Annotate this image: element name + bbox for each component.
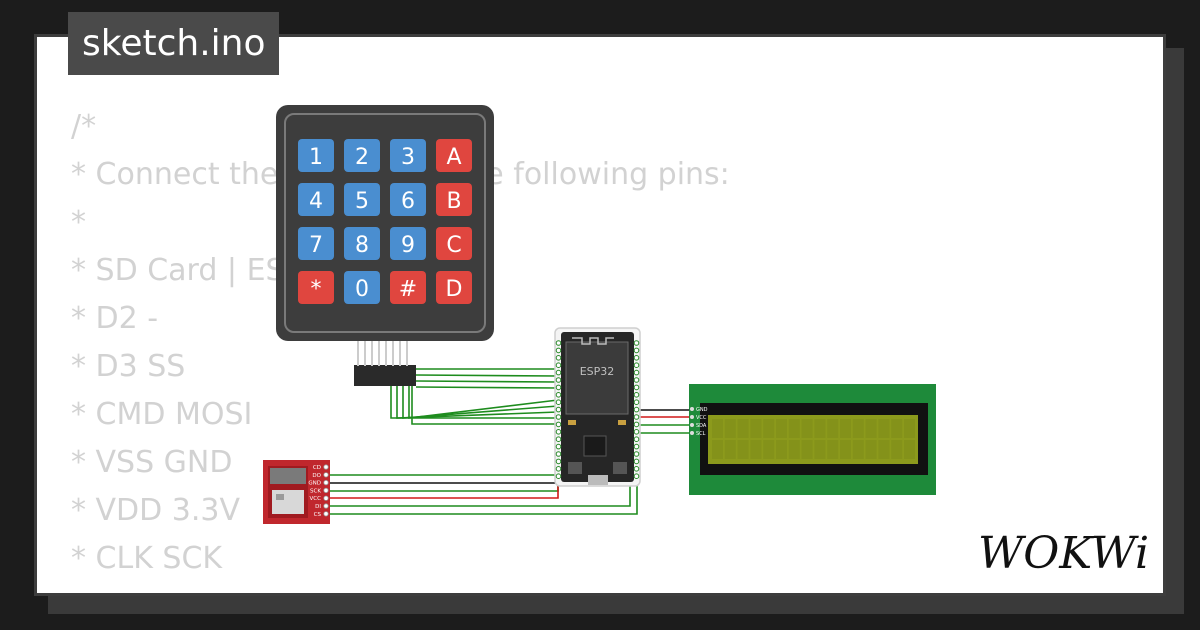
lcd-pin-label: GND: [696, 407, 708, 413]
keypad-key[interactable]: [390, 227, 426, 260]
esp32-board[interactable]: ESP32: [554, 327, 641, 487]
code-line: *: [71, 205, 86, 240]
wires: [326, 368, 692, 515]
keypad-key-label: B: [446, 189, 461, 214]
wire: [326, 486, 559, 492]
wire: [396, 386, 559, 419]
sd-pin-label: SCK: [310, 488, 321, 494]
sd-pin-label: CS: [314, 512, 322, 518]
keypad-key[interactable]: [344, 139, 380, 172]
keypad-key[interactable]: [436, 227, 472, 260]
wokwi-logo-text: WOKWi: [978, 528, 1149, 578]
code-line: * CMD MOSI: [71, 397, 253, 432]
sd-card: [272, 490, 304, 514]
code-line: * VSS GND: [71, 445, 233, 480]
sd-pin-label: VCC: [310, 496, 322, 502]
keypad-key-label: 9: [401, 233, 415, 258]
keypad-key[interactable]: [344, 227, 380, 260]
keypad-connector: [354, 341, 416, 386]
lcd-display[interactable]: GND VCC SDA SCL: [689, 384, 936, 495]
keypad-key-label: #: [399, 277, 417, 302]
sd-pin-label: DO: [312, 473, 321, 479]
keypad-key[interactable]: [390, 139, 426, 172]
wire: [415, 380, 559, 383]
keypad-key[interactable]: [436, 271, 472, 304]
usb-port: [588, 475, 608, 485]
keypad-key[interactable]: [436, 139, 472, 172]
keypad-key[interactable]: [298, 139, 334, 172]
membrane-keypad[interactable]: 1 2 3 A 4 5 6 B 7 8 9 C * 0 # D: [276, 105, 494, 341]
sd-pin-label: GND: [308, 481, 321, 487]
esp32-label: ESP32: [580, 365, 615, 378]
keypad-key-label: *: [311, 277, 322, 302]
keypad-key[interactable]: [390, 271, 426, 304]
wire: [411, 386, 558, 425]
keypad-key[interactable]: [298, 271, 334, 304]
sd-slot: [270, 468, 306, 484]
esp32-module: [565, 341, 629, 415]
file-tab-label: sketch.ino: [82, 23, 266, 64]
keypad-key-label: 6: [401, 189, 415, 214]
keypad-key[interactable]: [390, 183, 426, 216]
keypad-key-label: 3: [401, 145, 415, 170]
lcd-pin-label: SCL: [696, 431, 706, 437]
keypad-key[interactable]: [436, 183, 472, 216]
keypad-key[interactable]: [344, 183, 380, 216]
keypad-key-label: D: [446, 277, 463, 302]
lcd-pin-label: SDA: [696, 423, 707, 429]
wire: [415, 374, 559, 377]
wire: [326, 486, 559, 499]
keypad-key-label: 8: [355, 233, 369, 258]
keypad-key-label: 7: [309, 233, 323, 258]
wokwi-logo: WOKWi: [978, 528, 1149, 578]
sd-pin-label: DI: [315, 504, 321, 510]
sd-pin-label: CD: [313, 465, 321, 471]
keypad-border: [284, 113, 486, 333]
code-line: * CLK SCK: [71, 541, 223, 576]
code-line: * VDD 3.3V: [71, 493, 241, 528]
code-line: * VSS GND: [71, 583, 730, 593]
keypad-key-label: 2: [355, 145, 369, 170]
code-line: * D3 SS: [71, 349, 186, 384]
code-line: /*: [71, 109, 97, 144]
keypad-key-label: A: [446, 145, 461, 170]
keypad-key[interactable]: [298, 227, 334, 260]
keypad-key[interactable]: [298, 183, 334, 216]
keypad-key-label: 1: [309, 145, 323, 170]
keypad-key-label: 0: [355, 277, 369, 302]
keypad-key-label: C: [446, 233, 461, 258]
lcd-pin-label: VCC: [696, 415, 707, 421]
keypad-key[interactable]: [344, 271, 380, 304]
wire: [390, 386, 558, 419]
preview-card: /** Connect the SD card to the following…: [34, 34, 1166, 596]
keypad-key-label: 4: [309, 189, 323, 214]
wire: [415, 386, 559, 389]
keypad-key-label: 5: [355, 189, 369, 214]
code-line: * D2 -: [71, 301, 159, 336]
antenna-trace: [572, 337, 614, 345]
file-tab[interactable]: sketch.ino: [68, 12, 280, 75]
